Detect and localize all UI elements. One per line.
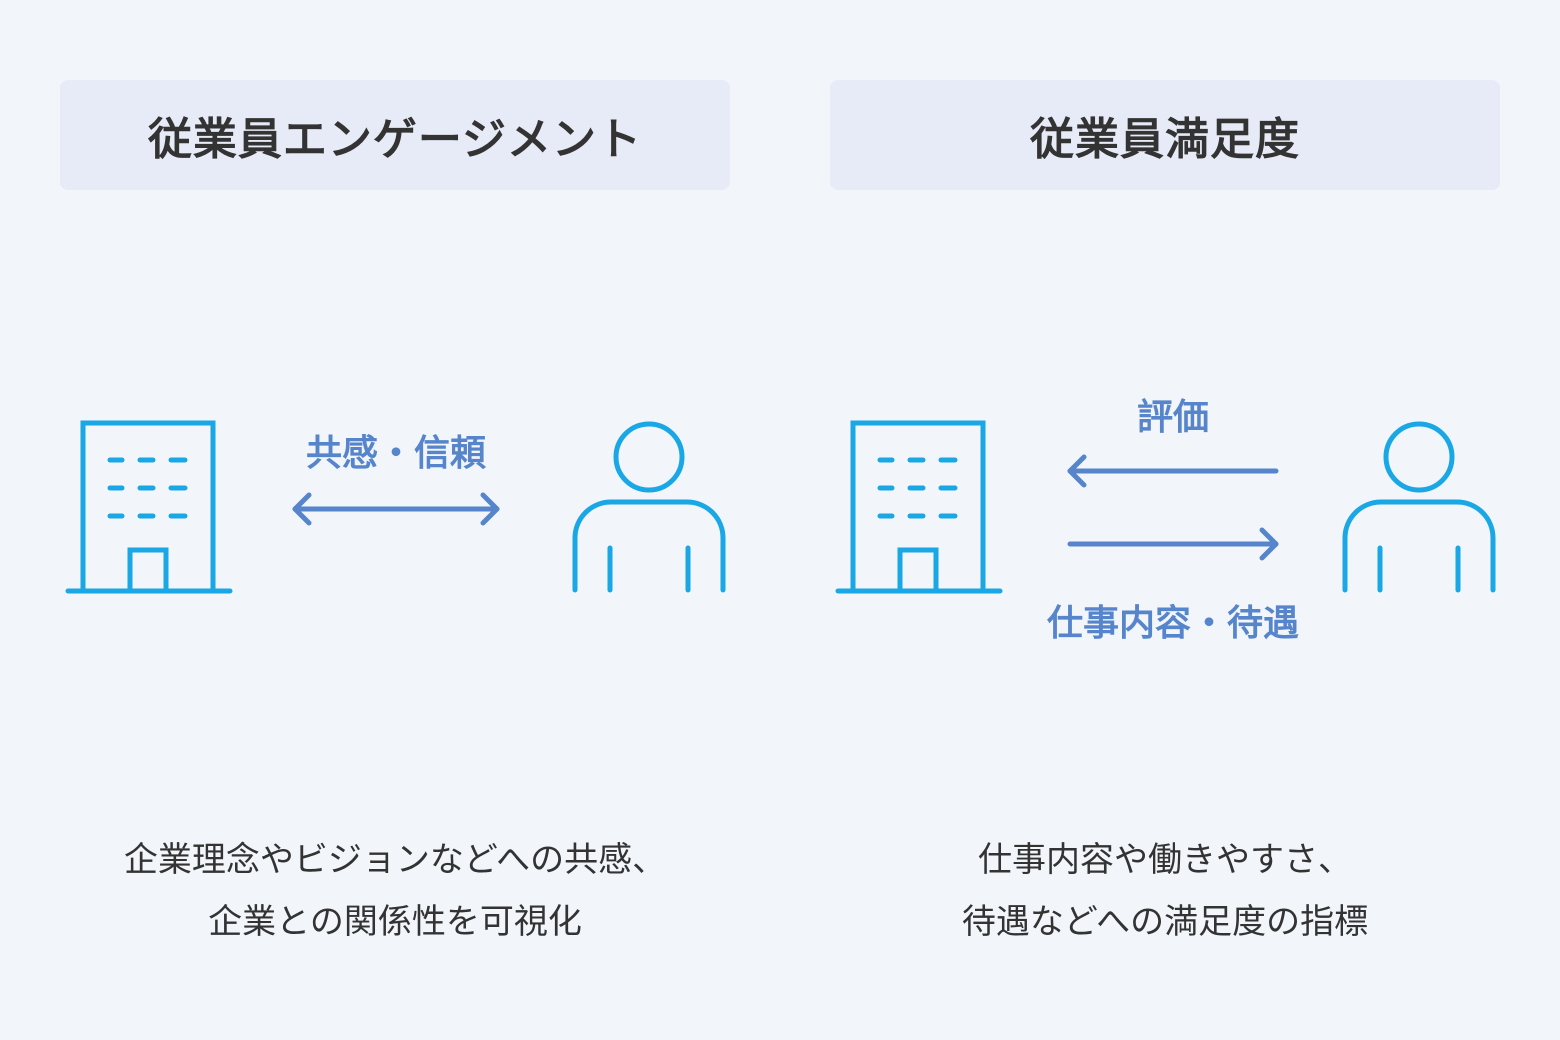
satisfaction-description-line-2: 待遇などへの満足度の指標 — [961, 902, 1369, 942]
engagement-description-line-1: 企業理念やビジョンなどへの共感、 — [123, 840, 667, 880]
double-arrow-icon — [292, 492, 500, 526]
engagement-header: 従業員エンゲージメント — [60, 80, 730, 190]
engagement-title: 従業員エンゲージメント — [147, 114, 643, 165]
person-icon — [1342, 421, 1496, 593]
arrow-right-icon — [1067, 527, 1279, 561]
engagement-description-line-2: 企業との関係性を可視化 — [208, 902, 582, 942]
job-conditions-label: 仕事内容・待遇 — [1046, 603, 1299, 644]
person-icon — [572, 421, 726, 593]
empathy-trust-label: 共感・信頼 — [305, 433, 486, 474]
satisfaction-description-line-1: 仕事内容や働きやすさ、 — [978, 840, 1352, 880]
building-icon — [65, 420, 233, 594]
building-icon — [835, 420, 1003, 594]
arrow-left-icon — [1067, 454, 1279, 488]
satisfaction-title: 従業員満足度 — [1030, 114, 1300, 165]
evaluation-label: 評価 — [1136, 397, 1209, 438]
satisfaction-description: 仕事内容や働きやすさ、 待遇などへの満足度の指標 — [815, 829, 1515, 953]
engagement-description: 企業理念やビジョンなどへの共感、 企業との関係性を可視化 — [45, 829, 745, 953]
satisfaction-header: 従業員満足度 — [830, 80, 1500, 190]
